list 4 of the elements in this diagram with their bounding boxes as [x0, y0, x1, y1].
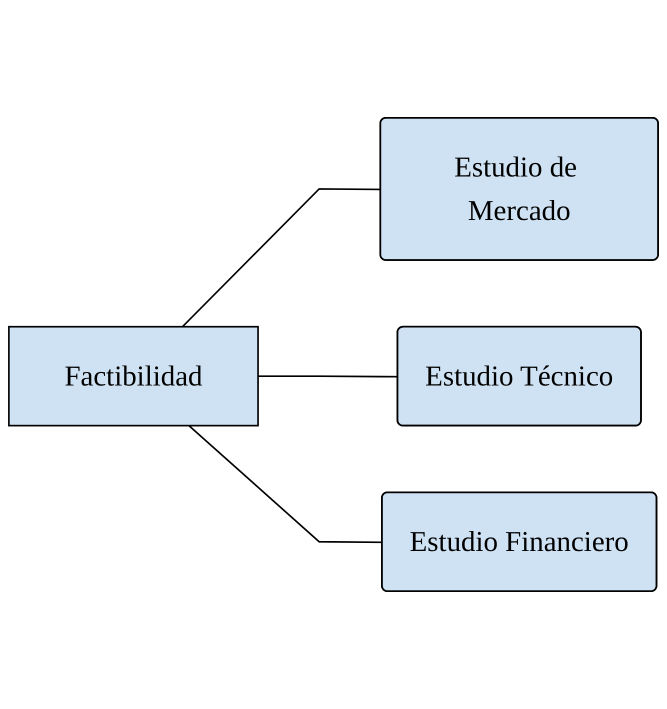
connector — [188, 425, 382, 544]
connector — [258, 375, 398, 378]
node-box: Factibilidad — [8, 326, 259, 426]
connector — [182, 188, 381, 328]
